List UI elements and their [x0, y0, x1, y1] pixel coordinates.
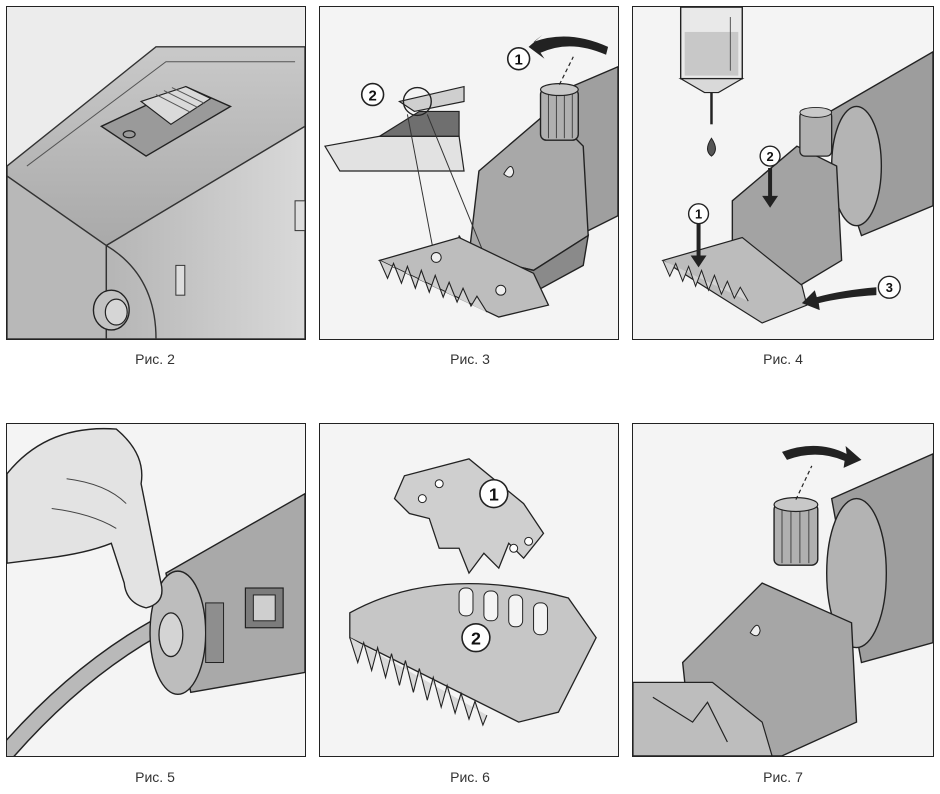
- figure-3-caption: Рис. 3: [450, 351, 490, 367]
- arrow-down-icon-1: [690, 223, 707, 268]
- figure-4-illustration: 1 2 3: [633, 7, 933, 339]
- rotation-arrow-icon: [782, 445, 862, 468]
- figure-4-marker-3: 3: [886, 280, 893, 295]
- figure-4-caption: Рис. 4: [763, 351, 803, 367]
- figure-6-marker-1: 1: [489, 485, 499, 505]
- tension-knob: [539, 56, 579, 141]
- figure-2-illustration: [7, 7, 305, 339]
- figure-5-caption: Рис. 5: [135, 769, 175, 785]
- figure-4-marker-1: 1: [695, 207, 702, 222]
- figure-5-panel: [6, 423, 306, 757]
- figure-2-panel: [6, 6, 306, 340]
- rotation-arrow-icon: [528, 34, 609, 59]
- hand-illustration: [7, 427, 163, 609]
- blade-detail-inset: [324, 85, 500, 291]
- figure-3-marker-2: 2: [368, 88, 376, 104]
- figure-6-panel: 1 2: [319, 423, 619, 757]
- oil-drop-icon: [707, 137, 716, 157]
- figure-2-caption: Рис. 2: [135, 351, 175, 367]
- cutter-blade: [393, 458, 545, 575]
- comb-blade: [377, 236, 550, 318]
- figure-5-illustration: [7, 424, 305, 756]
- figure-7-illustration: [633, 424, 933, 756]
- comb-blade: [349, 583, 597, 727]
- figure-6-marker-2: 2: [471, 629, 481, 649]
- figure-4-panel: 1 2 3: [632, 6, 934, 340]
- arrow-left-icon-3: [801, 287, 877, 311]
- figure-3-panel: 1 2: [319, 6, 619, 340]
- figure-4-marker-2: 2: [766, 149, 773, 164]
- oil-bottle: [678, 7, 745, 157]
- figure-7-panel: [632, 423, 934, 757]
- arrow-down-icon-2: [762, 168, 779, 208]
- comb-blade: [633, 681, 773, 756]
- figure-6-caption: Рис. 6: [450, 769, 490, 785]
- figure-3-illustration: 1 2: [320, 7, 618, 339]
- figure-6-illustration: 1 2: [320, 424, 618, 756]
- figure-7-caption: Рис. 7: [763, 769, 803, 785]
- figure-3-marker-1: 1: [515, 53, 523, 69]
